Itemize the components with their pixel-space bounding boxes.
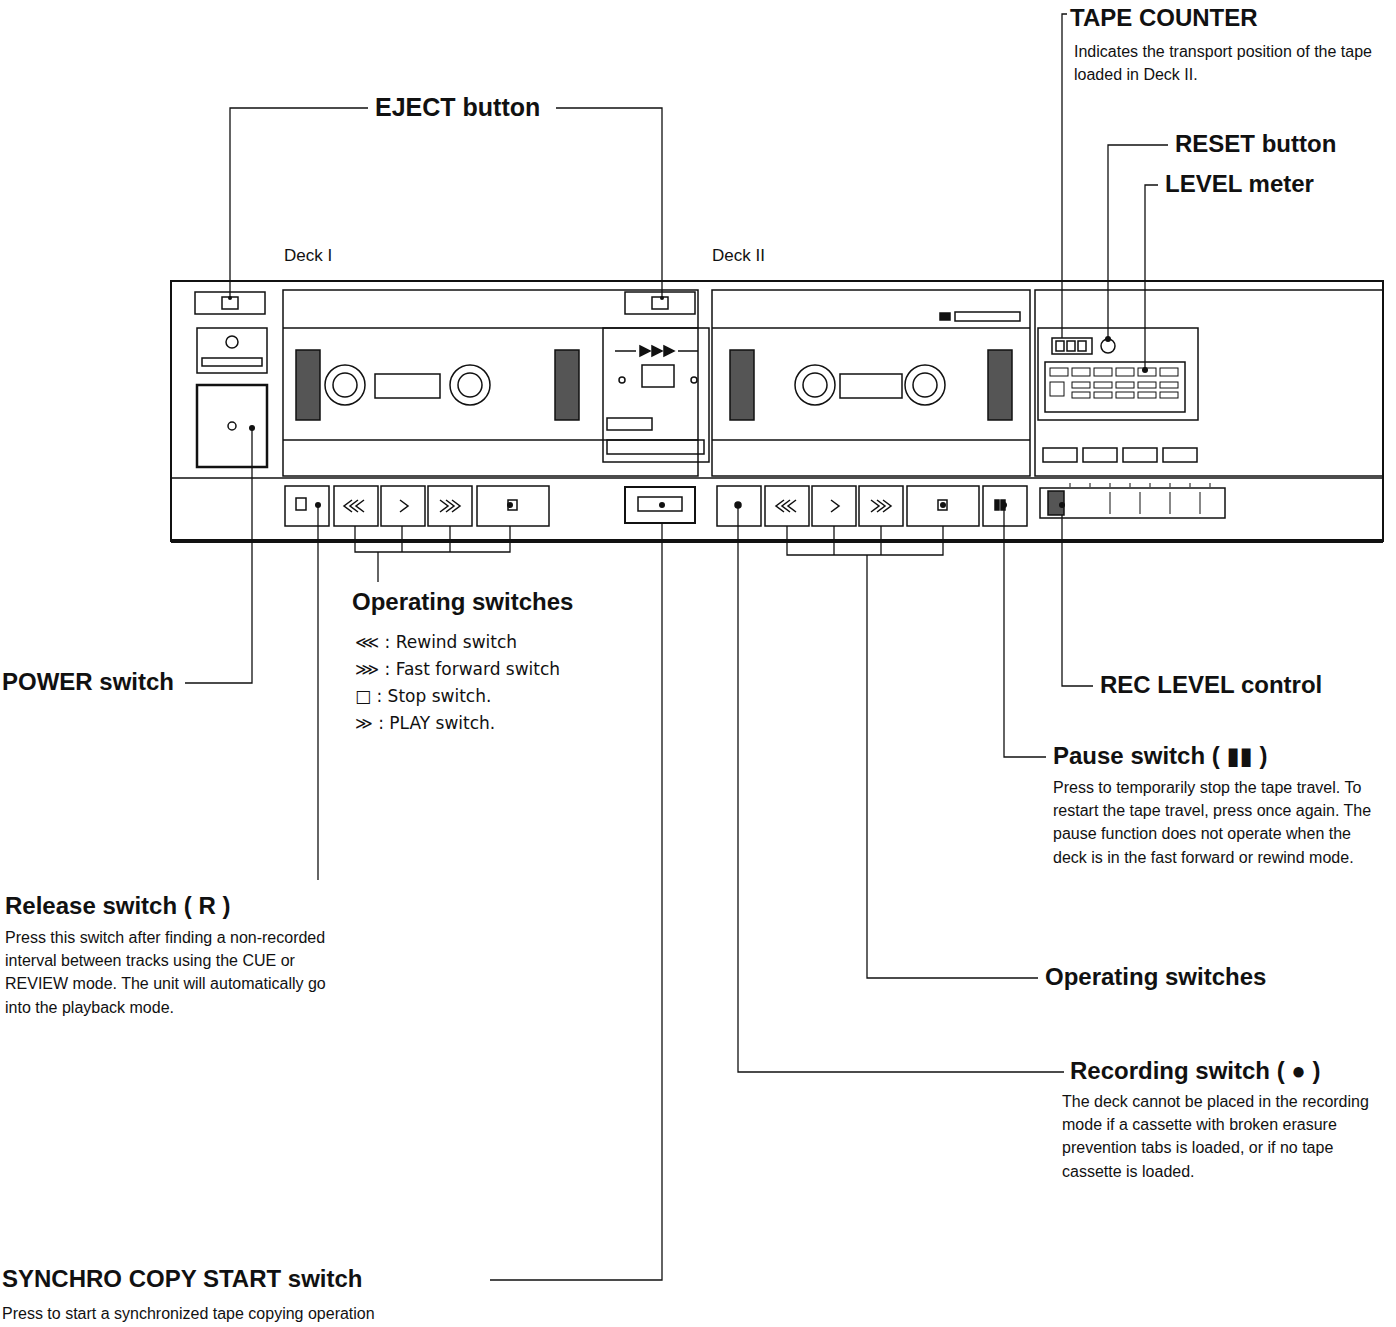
part-description: Press to start a synchronized tape copyi… xyxy=(2,1302,375,1325)
part-heading: RESET button xyxy=(1175,130,1336,159)
part-description: The deck cannot be placed in the recordi… xyxy=(1062,1090,1388,1183)
part-heading: SYNCHRO COPY START switch xyxy=(2,1265,363,1294)
part-heading: EJECT button xyxy=(375,92,540,122)
symbol-legend-line: □ : Stop switch. xyxy=(355,686,491,706)
symbol-legend-line: ≫ : PLAY switch. xyxy=(355,713,495,733)
part-heading: Pause switch ( ▮▮ ) xyxy=(1053,742,1267,771)
part-heading: Operating switches xyxy=(352,588,573,617)
deck-name: Deck I xyxy=(284,246,332,266)
part-heading: REC LEVEL control xyxy=(1100,671,1322,700)
part-description: Press to temporarily stop the tape trave… xyxy=(1053,776,1385,869)
part-description: Press this switch after finding a non-re… xyxy=(5,926,335,1019)
deck-name: Deck II xyxy=(712,246,765,266)
part-heading: POWER switch xyxy=(2,668,174,697)
part-heading: Release switch ( R ) xyxy=(5,892,230,921)
part-heading: TAPE COUNTER xyxy=(1070,4,1258,33)
symbol-legend-line: ⋙ : Fast forward switch xyxy=(355,659,560,679)
symbol-legend-line: ⋘ : Rewind switch xyxy=(355,632,517,652)
part-heading: Operating switches xyxy=(1045,963,1266,992)
leader-lines xyxy=(185,14,1168,1280)
part-heading: LEVEL meter xyxy=(1165,170,1314,199)
part-heading: Recording switch ( ● ) xyxy=(1070,1057,1321,1086)
part-description: Indicates the transport position of the … xyxy=(1074,40,1392,86)
